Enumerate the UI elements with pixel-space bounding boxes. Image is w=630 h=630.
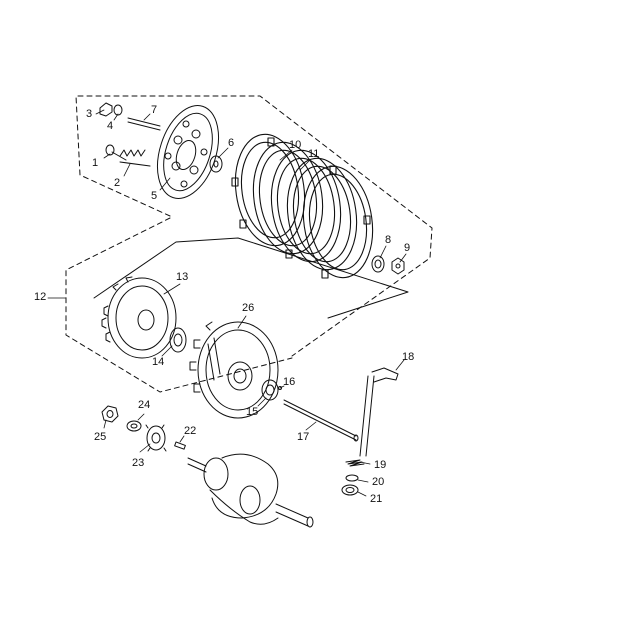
crank-gear-and-key <box>145 424 186 452</box>
release-lever <box>359 367 399 457</box>
callout-22: 22 <box>184 425 197 437</box>
callout-14: 14 <box>152 356 165 368</box>
clutch-plates <box>231 133 374 279</box>
nut-washer-stud <box>99 102 161 131</box>
crank-nut-washer <box>101 405 142 432</box>
pressure-plate <box>157 105 219 199</box>
callout-20: 20 <box>372 476 385 488</box>
thrust-washer <box>169 327 187 353</box>
callout-23: 23 <box>132 457 145 469</box>
bearing-and-nut <box>371 255 405 275</box>
callout-11: 11 <box>308 148 320 160</box>
bolt-and-spring <box>105 144 151 167</box>
clutch-housing <box>189 321 279 419</box>
callout-5: 5 <box>151 190 158 202</box>
lever-spring-washer-seal <box>341 459 365 496</box>
callout-1: 1 <box>92 157 99 169</box>
callout-12: 12 <box>34 291 47 303</box>
callout-24: 24 <box>138 399 151 411</box>
callout-25: 25 <box>94 431 107 443</box>
crankshaft <box>187 453 314 528</box>
callout-3: 3 <box>86 108 93 120</box>
lower-group-boundary <box>65 217 293 393</box>
leader-lines <box>47 109 407 497</box>
callout-8: 8 <box>385 234 392 246</box>
push-rod <box>283 399 359 442</box>
callout-15: 15 <box>246 406 259 418</box>
callout-18: 18 <box>402 351 415 363</box>
callout-9: 9 <box>404 242 411 254</box>
bushing <box>261 379 282 401</box>
callout-16: 16 <box>283 376 296 388</box>
upper-group-boundary <box>75 95 433 357</box>
callout-13: 13 <box>176 271 189 283</box>
callout-2: 2 <box>114 177 121 189</box>
drive-gear <box>101 276 177 359</box>
callout-26: 26 <box>242 302 255 314</box>
inner-group-outline <box>93 237 409 319</box>
callout-21: 21 <box>370 493 383 505</box>
callout-17: 17 <box>297 431 310 443</box>
callout-4: 4 <box>107 120 114 132</box>
callout-6: 6 <box>228 137 235 149</box>
callout-7: 7 <box>151 104 158 116</box>
small-washer <box>209 155 223 173</box>
callout-10: 10 <box>289 139 302 151</box>
callout-19: 19 <box>374 459 387 471</box>
